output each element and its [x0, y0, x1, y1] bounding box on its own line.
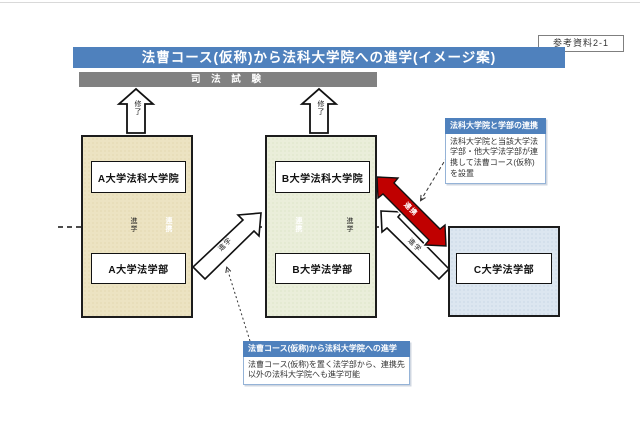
c-law-faculty-box: C大学法学部	[456, 253, 552, 284]
bar-exam-banner: 司 法 試 験	[79, 72, 377, 87]
partnership-callout-body: 法科大学院と当該大学法学部・他大学法学部が連携して法曹コース(仮称)を設置	[445, 133, 546, 184]
advance-callout-title: 法曹コース(仮称)から法科大学院への進学	[243, 341, 410, 357]
completion-arrow-b	[299, 87, 339, 134]
pointer-line-advance-callout	[227, 268, 251, 342]
partnership-label-a: 連携	[165, 217, 172, 233]
diagonal-advance-arrow-c-to-b	[380, 210, 451, 281]
advance-callout: 法曹コース(仮称)から法科大学院への進学 法曹コース(仮称)を置く法学部から、連…	[243, 341, 410, 386]
university-a-box: A大学法科大学院 A大学法学部	[81, 135, 193, 318]
page-edge-line	[0, 2, 640, 3]
advance-callout-body: 法曹コース(仮称)を置く法学部から、連携先以外の法科大学院へも進学可能	[243, 356, 410, 386]
advance-label-b: 進学	[346, 217, 353, 233]
page-title: 法曹コース(仮称)から法科大学院への進学(イメージ案)	[73, 47, 565, 68]
b-law-school-box: B大学法科大学院	[275, 161, 370, 193]
partnership-callout: 法科大学院と学部の連携 法科大学院と当該大学法学部・他大学法学部が連携して法曹コ…	[445, 118, 546, 184]
partnership-diagonal-arrow-b-c	[376, 176, 447, 247]
a-law-school-box: A大学法科大学院	[91, 161, 186, 193]
partnership-label-b: 連携	[295, 217, 302, 233]
pointer-line-partnership-callout	[421, 156, 448, 200]
diagonal-advance-arrow-a-to-b	[191, 212, 262, 281]
completion-arrow-a	[116, 87, 156, 134]
university-b-box: B大学法科大学院 B大学法学部	[265, 135, 377, 318]
university-c-box: C大学法学部	[448, 226, 560, 317]
completion-label-b: 修了	[317, 100, 324, 116]
a-law-faculty-box: A大学法学部	[91, 253, 186, 284]
b-law-faculty-box: B大学法学部	[275, 253, 370, 284]
advance-label-a: 進学	[130, 217, 137, 233]
completion-label-a: 修了	[134, 100, 141, 116]
partnership-callout-title: 法科大学院と学部の連携	[445, 118, 546, 134]
